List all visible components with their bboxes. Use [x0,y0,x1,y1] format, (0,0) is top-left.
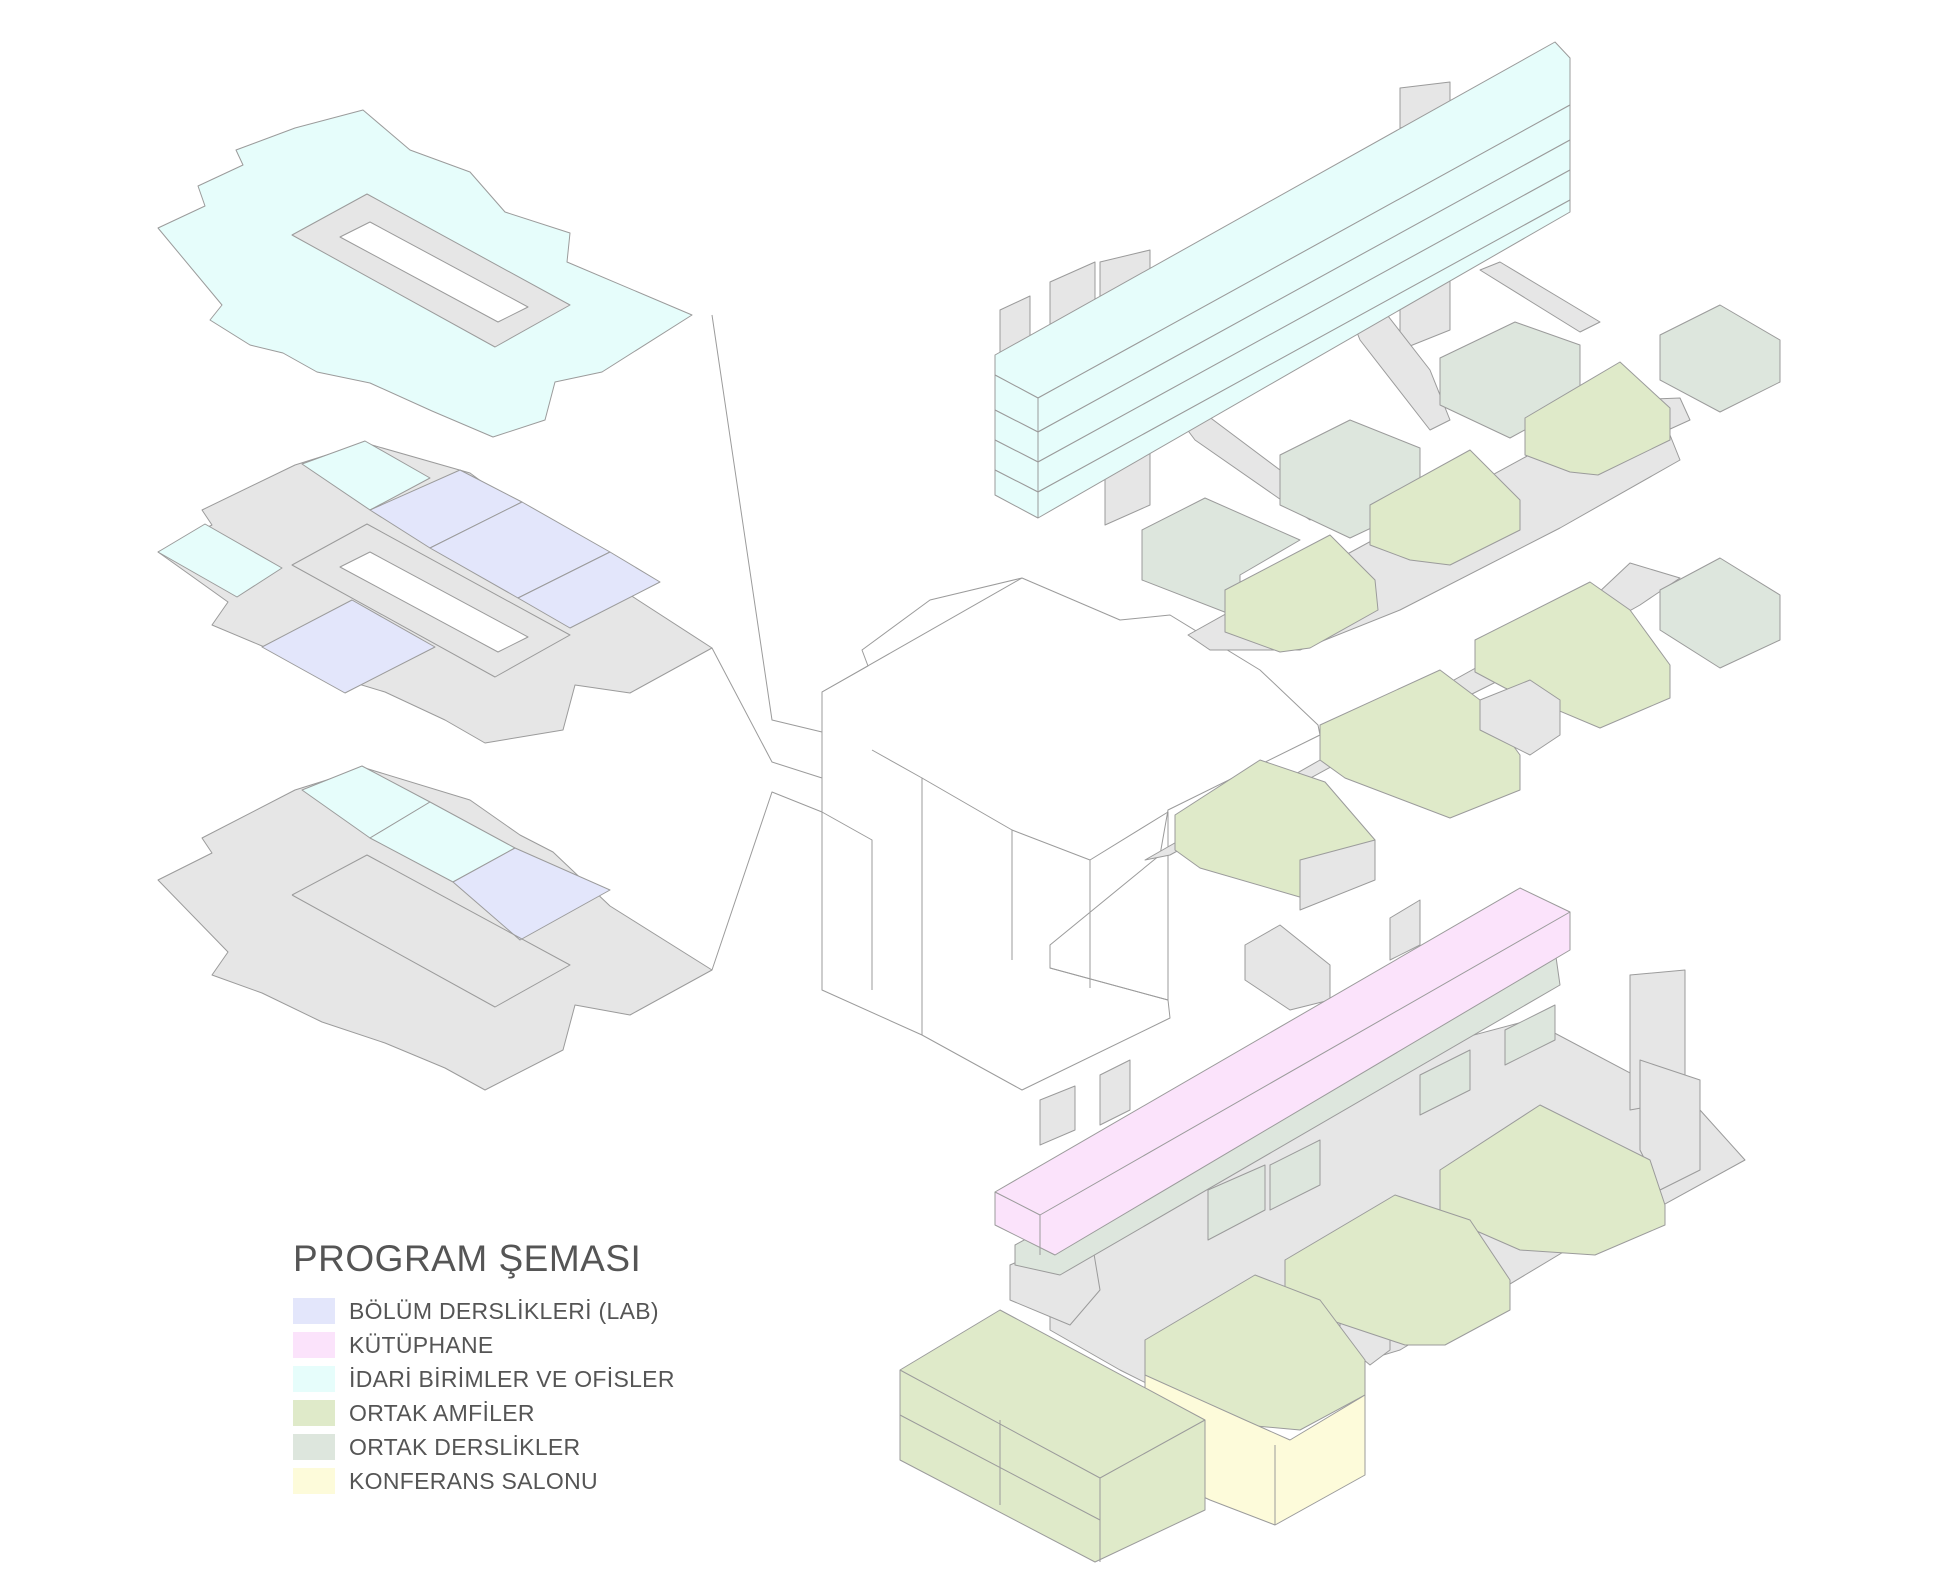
legend-label-conference: KONFERANS SALONU [349,1468,598,1495]
swatch-amphi [293,1400,335,1426]
legend-label-amphi: ORTAK AMFİLER [349,1400,535,1427]
legend-title: PROGRAM ŞEMASI [293,1238,675,1280]
swatch-classroom [293,1434,335,1460]
floor-plate-bottom [158,766,712,1090]
swatch-admin [293,1366,335,1392]
swatch-conference [293,1468,335,1494]
swatch-library [293,1332,335,1358]
legend: PROGRAM ŞEMASI BÖLÜM DERSLİKLERİ (LAB) K… [293,1238,675,1498]
legend-item: BÖLÜM DERSLİKLERİ (LAB) [293,1294,675,1328]
legend-label-lab: BÖLÜM DERSLİKLERİ (LAB) [349,1298,659,1325]
legend-item: KONFERANS SALONU [293,1464,675,1498]
legend-label-library: KÜTÜPHANE [349,1332,494,1359]
legend-label-admin: İDARİ BİRİMLER VE OFİSLER [349,1366,675,1393]
legend-item: ORTAK DERSLİKLER [293,1430,675,1464]
upper-level-right [995,42,1780,652]
legend-item: KÜTÜPHANE [293,1328,675,1362]
legend-item: ORTAK AMFİLER [293,1396,675,1430]
legend-item: İDARİ BİRİMLER VE OFİSLER [293,1362,675,1396]
floor-plate-middle [158,441,712,743]
floor-plate-top [158,110,692,437]
swatch-lab [293,1298,335,1324]
leader-lines [712,315,822,970]
legend-label-classroom: ORTAK DERSLİKLER [349,1434,580,1461]
